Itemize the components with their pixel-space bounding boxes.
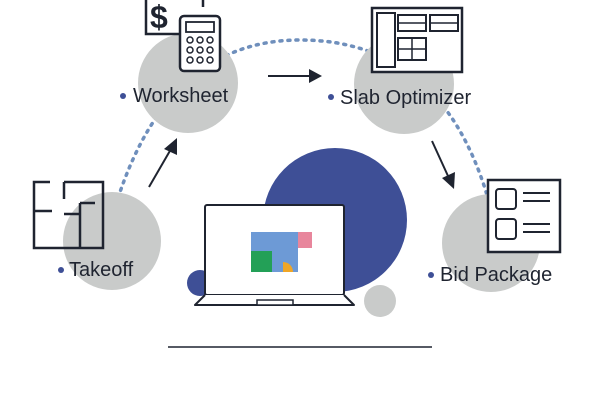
bullet-dot — [328, 94, 334, 100]
floor-plan-icon — [32, 180, 105, 250]
slab-optimizer-label-group: Slab Optimizer — [328, 87, 471, 109]
step-label-slab-optimizer: Slab Optimizer — [340, 87, 471, 109]
bullet-dot — [120, 93, 126, 99]
bullet-dot — [428, 272, 434, 278]
svg-text:$: $ — [150, 0, 168, 35]
small-grey-dot — [364, 285, 396, 317]
calculator-dollar-icon: $ — [144, 0, 222, 73]
step-label-worksheet: Worksheet — [133, 85, 229, 107]
takeoff-circle — [63, 192, 161, 290]
slab-layout-icon — [370, 6, 464, 74]
dashed-workflow-path — [116, 38, 489, 200]
bid-package-label-group: Bid Package — [428, 264, 552, 286]
worksheet-label-group: Worksheet — [120, 85, 229, 107]
step-label-bid-package: Bid Package — [440, 264, 552, 286]
arrow-takeoff-to-worksheet — [148, 138, 177, 188]
document-list-icon — [486, 178, 562, 254]
arrow-worksheet-to-slab-optimizer — [268, 69, 322, 83]
bullet-dot — [58, 267, 64, 273]
step-label-takeoff: Takeoff — [69, 259, 134, 281]
laptop-screen-graphic — [251, 232, 312, 272]
arrow-slab-optimizer-to-bid-package — [431, 140, 455, 189]
laptop-icon — [194, 204, 355, 306]
takeoff-label-group: Takeoff — [58, 259, 134, 281]
